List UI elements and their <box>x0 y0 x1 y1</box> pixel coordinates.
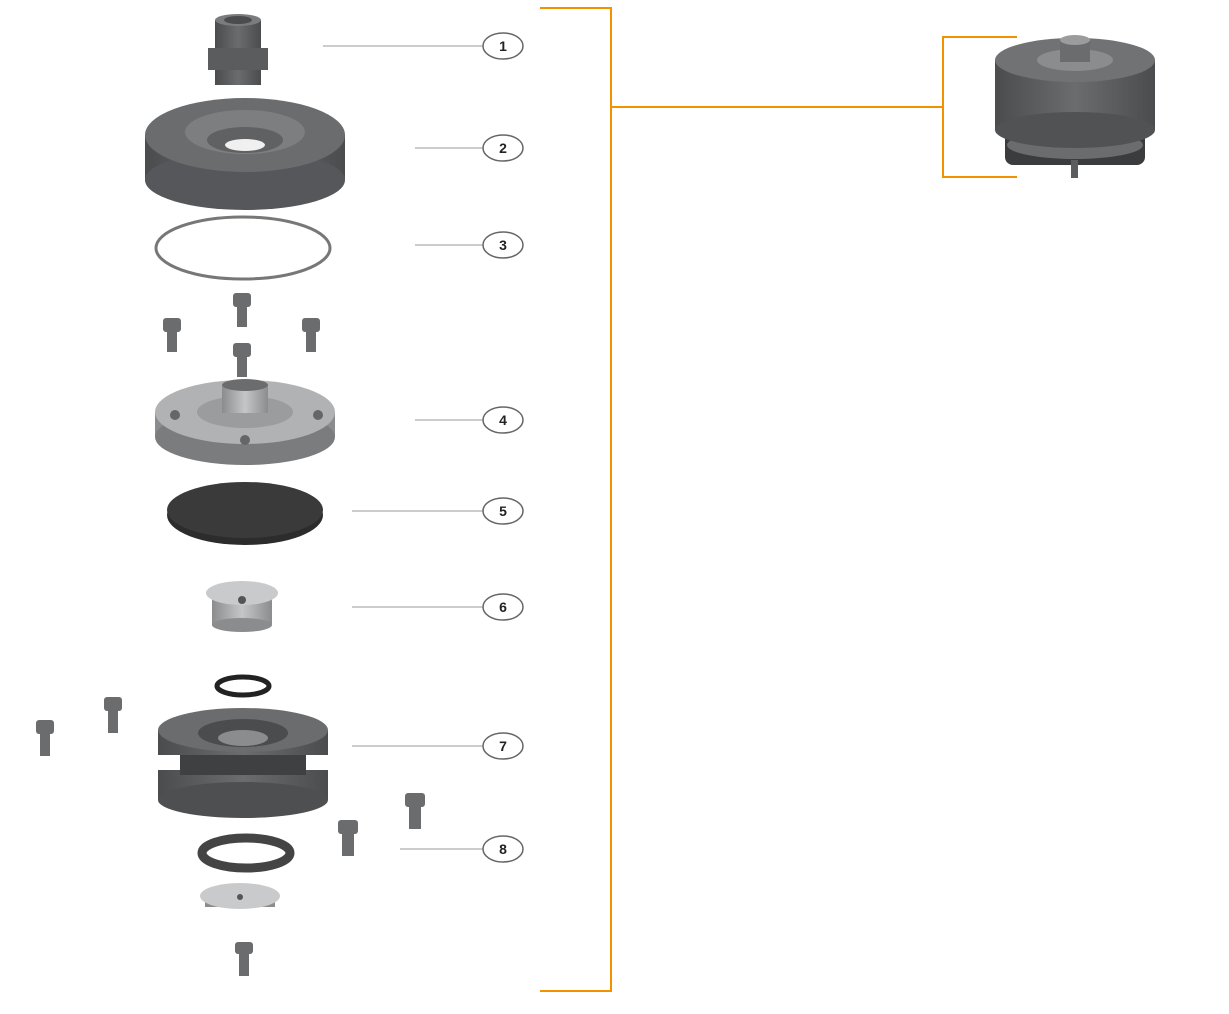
callout-label-6: 6 <box>499 599 507 615</box>
callout-circles <box>482 32 524 863</box>
callout-label-8: 8 <box>499 841 507 857</box>
callout-label-1: 1 <box>499 38 507 54</box>
part-3-o-ring <box>154 215 332 281</box>
part-5-filter-disc <box>167 482 323 545</box>
callout-label-3: 3 <box>499 237 507 253</box>
callout-label-7: 7 <box>499 738 507 754</box>
screws-top <box>163 293 320 377</box>
assembly-bracket <box>540 7 1017 992</box>
part-1-threaded-nipple <box>208 14 268 85</box>
callout-label-4: 4 <box>499 412 507 428</box>
part-4-flange <box>155 379 335 465</box>
part-7-body <box>36 674 328 818</box>
callout-leaders <box>323 45 484 850</box>
assembled-unit-image <box>995 35 1155 178</box>
part-2-housing <box>145 98 345 210</box>
callout-label-2: 2 <box>499 140 507 156</box>
part-8-screws-and-seal <box>197 793 425 976</box>
part-6-valve-insert <box>206 581 278 632</box>
callout-label-5: 5 <box>499 503 507 519</box>
